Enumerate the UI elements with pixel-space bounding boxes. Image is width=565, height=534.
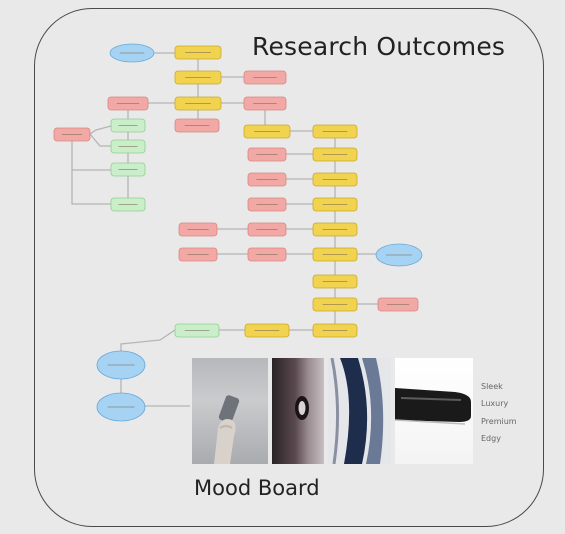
- black-device-image: [395, 358, 473, 464]
- twisted-form-shape: [328, 358, 391, 464]
- keyword-luxury: Luxury: [481, 399, 509, 408]
- flow-connector: [89, 133, 111, 147]
- mood-board-title: Mood Board: [194, 476, 320, 500]
- board-frame: [34, 8, 544, 527]
- flow-connector: [89, 125, 112, 135]
- keyword-sleek: Sleek: [481, 382, 503, 391]
- hand-phone-shape: [214, 395, 240, 464]
- hand-holding-phone-image: [192, 358, 268, 464]
- door-handle-shape: [295, 396, 309, 420]
- black-device-shape: [395, 388, 471, 425]
- keyword-premium: Premium: [481, 417, 517, 426]
- dark-door-handle-image: [272, 358, 324, 464]
- keyword-edgy: Edgy: [481, 434, 501, 443]
- blue-twisted-form-image: [328, 358, 391, 464]
- flow-connector: [120, 329, 176, 351]
- flow-connector: [71, 141, 111, 205]
- research-outcomes-title: Research Outcomes: [252, 32, 506, 61]
